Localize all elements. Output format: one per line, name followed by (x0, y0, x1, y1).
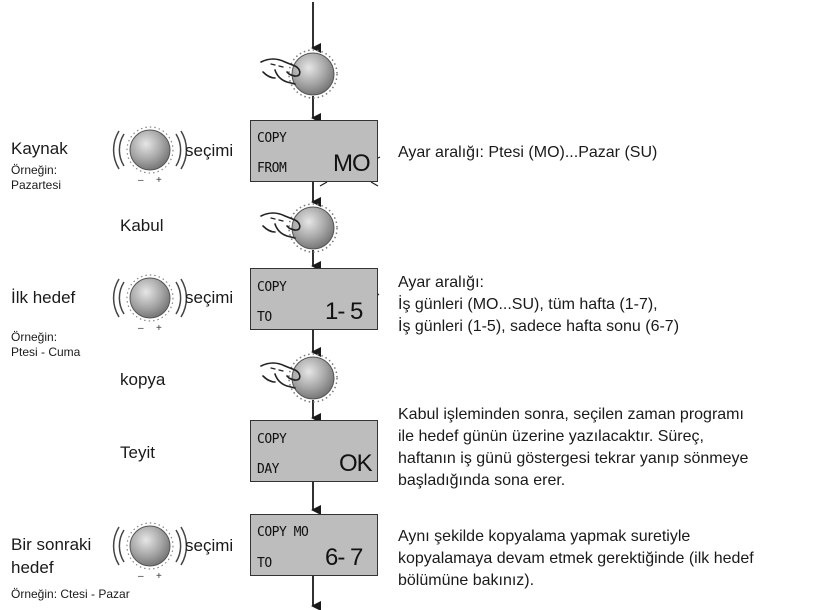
description-line: haftanın iş günü göstergesi tekrar yanıp… (398, 450, 749, 467)
description-line: kopyalamaya devam etmek gerektiğinde (il… (398, 550, 754, 567)
turn-knob-icon (112, 126, 188, 187)
example-text: Örneğin: Ctesi - Pazar (11, 587, 130, 601)
description-line: Kabul işleminden sonra, seçilen zaman pr… (398, 406, 744, 423)
example-label: Örneğin: (11, 163, 58, 177)
hand-press-icon (260, 49, 338, 99)
lcd-line2: TO (257, 310, 272, 325)
lcd-value: MO (333, 150, 371, 177)
example-value: Pazartesi (11, 178, 62, 192)
description-line: Aynı şekilde kopyalama yapmak suretiyle (398, 528, 691, 545)
description-line: İş günleri (1-5), sadece hafta sonu (6-7… (398, 318, 680, 335)
description-line: başladığında sona erer. (398, 472, 566, 489)
step-description: Kabul işleminden sonra, seçilen zaman pr… (398, 404, 748, 492)
example-label: Örneğin: (11, 330, 58, 344)
lcd-display: COPY FROM MO (250, 120, 378, 182)
lcd-line1: COPY (257, 131, 287, 146)
lcd-line1: COPY (257, 280, 287, 295)
step-description: Aynı şekilde kopyalama yapmak suretiyle … (398, 526, 754, 592)
hand-press-icon (260, 203, 338, 253)
turn-knob-icon (112, 274, 188, 335)
description-line: ile hedef günün üzerine yazılacaktır. Sü… (398, 428, 704, 445)
select-label: seçimi (185, 288, 234, 307)
hand-press-icon (260, 353, 338, 403)
description-line: Ayar aralığı: (398, 274, 484, 291)
step-description: Ayar aralığı: Ptesi (MO)...Pazar (SU) (398, 144, 658, 161)
description-line: bölümüne bakınız). (398, 572, 535, 589)
lcd-display: COPY TO 1- 5 (250, 268, 378, 330)
lcd-line2: DAY (257, 462, 279, 477)
select-label: seçimi (185, 536, 234, 555)
turn-knob-icon (112, 522, 188, 583)
lcd-line2: FROM (257, 161, 287, 176)
lcd-value: 6- 7 (325, 544, 363, 571)
lcd-line2: TO (257, 556, 272, 571)
description-line: İş günleri (MO...SU), tüm hafta (1-7), (398, 296, 658, 313)
first-target-label: İlk hedef (11, 288, 76, 307)
lcd-display: COPY DAY OK (250, 420, 378, 482)
lcd-value: 1- 5 (325, 298, 363, 325)
lcd-value: OK (339, 450, 373, 477)
step-description: Ayar aralığı: İş günleri (MO...SU), tüm … (398, 272, 679, 338)
example-value: Ptesi - Cuma (11, 345, 81, 359)
source-label: Kaynak (11, 139, 68, 158)
confirm-label: Teyit (120, 443, 155, 462)
lcd-line1: COPY (257, 432, 287, 447)
lcd-display: COPY MO TO 6- 7 (250, 514, 378, 576)
accept-label: Kabul (120, 216, 164, 235)
next-target-label-line2: hedef (11, 558, 54, 577)
next-target-label: Bir sonraki (11, 535, 92, 554)
copy-label: kopya (120, 370, 166, 389)
select-label: seçimi (185, 141, 234, 160)
lcd-line1: COPY MO (257, 525, 309, 540)
